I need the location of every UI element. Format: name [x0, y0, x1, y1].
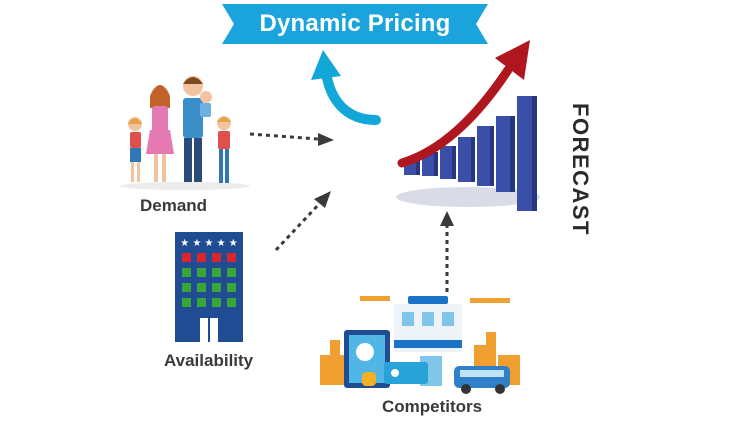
- banner-shape: [222, 4, 488, 44]
- trend-arrow: [397, 40, 530, 168]
- forecast-label: FORECAST: [568, 103, 593, 236]
- demand-label: Demand: [140, 196, 208, 215]
- svg-text:★ ★ ★ ★ ★: ★ ★ ★ ★ ★: [180, 238, 238, 249]
- title-banner: Dynamic Pricing: [222, 4, 488, 44]
- page-title: Dynamic Pricing: [259, 10, 451, 37]
- hotel-building: ★ ★ ★ ★ ★: [175, 232, 243, 342]
- competitors-arrow: [440, 211, 454, 292]
- competitors-illustration: [320, 296, 520, 394]
- availability-arrow: [274, 191, 331, 252]
- availability-label: Availability: [164, 351, 254, 370]
- family-illustration: [120, 76, 250, 190]
- forecast-bars: [396, 96, 540, 211]
- competitors-label: Competitors: [382, 397, 483, 416]
- curved-arrow: [311, 50, 381, 125]
- demand-arrow: [249, 132, 334, 146]
